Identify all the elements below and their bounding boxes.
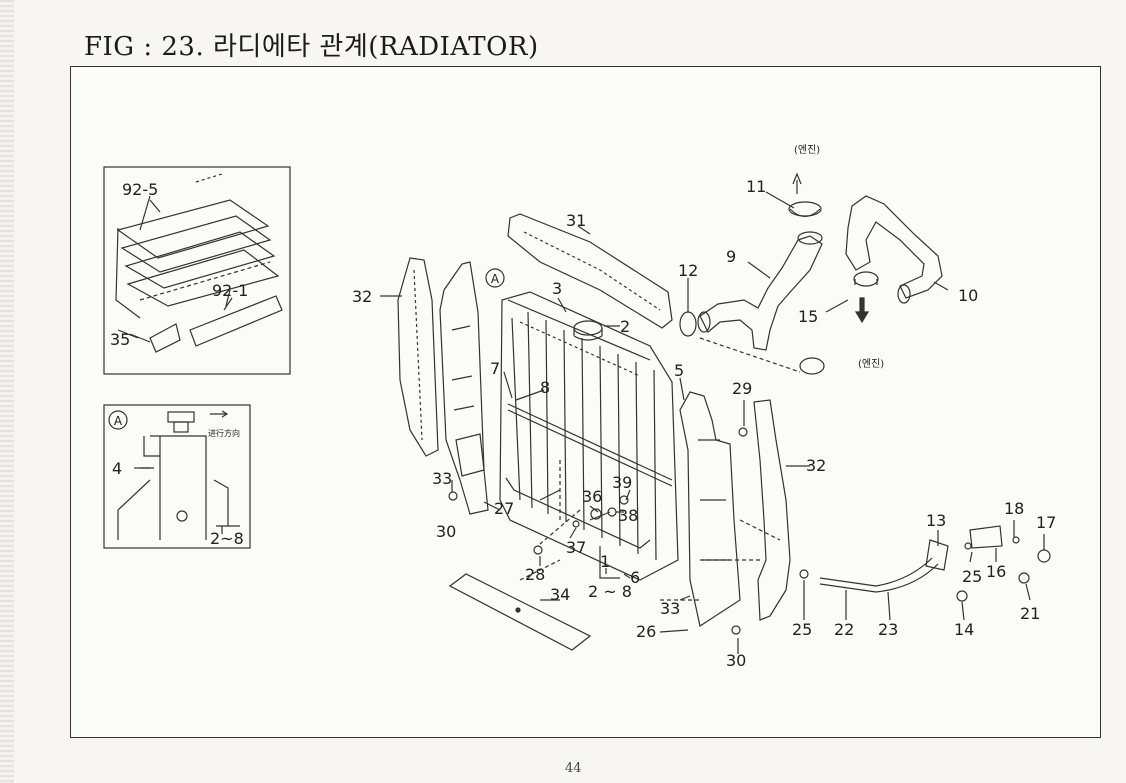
callout-26: 26 [636,622,656,641]
callout-18: 18 [1004,499,1024,518]
callout-34: 34 [550,585,570,604]
part-36-bushing [590,508,602,520]
part-3-radiator-core [499,291,679,581]
callout-92-1: 92-1 [212,281,248,300]
part-37-pin [572,520,580,528]
part-23-overflow-hose [875,557,939,593]
callout-92-5: 92-5 [122,180,158,199]
engine-label-bottom: (엔진) [858,358,884,370]
part-32-left-shroud [397,257,439,457]
figure-title: FIG : 23. 라디에타 관계(RADIATOR) [84,32,539,62]
down-arrow-icon [854,297,870,324]
callout-17: 17 [1036,513,1056,532]
part-30-bolt-right [731,625,741,635]
callout-36: 36 [582,487,602,506]
part-14-bolt [956,590,968,602]
callout-32-left: 32 [352,287,372,306]
part-13-reservoir-neck [925,539,949,571]
inset-grille-detail [103,166,291,375]
ref-a-circle [485,268,505,288]
part-39-nut [619,495,629,505]
detail-a-marker: A [114,414,123,428]
callout-25-lower: 25 [792,620,812,639]
callout-31: 31 [566,211,586,230]
part-2-radiator-cap [573,320,603,336]
callout-15: 15 [798,307,818,326]
callout-3: 3 [552,279,562,298]
callout-30-left: 30 [436,522,456,541]
callout-33-left: 33 [432,469,452,488]
part-34-bottom-board [448,573,592,651]
grille-drawing [115,173,283,353]
callout-9: 9 [726,247,736,266]
callout-37: 37 [566,538,586,557]
callout-25-upper: 25 [962,567,982,586]
callout-10: 10 [958,286,978,305]
callout-22: 22 [834,620,854,639]
callout-32-right: 32 [806,456,826,475]
part-16-reservoir [969,525,1003,549]
callout-39: 39 [612,473,632,492]
up-arrow-icon [792,172,802,194]
callout-2-8: 2 ~ 8 [588,582,632,601]
part-31-upper-panel [507,213,673,329]
callout-5: 5 [674,361,684,380]
callout-33-right: 33 [660,599,680,618]
callout-13: 13 [926,511,946,530]
callout-28: 28 [525,565,545,584]
part-30-bolt-left [448,491,458,501]
page-binding-edge [0,0,14,783]
part-28-bolt [533,545,543,555]
callout-21: 21 [1020,604,1040,623]
callout-11: 11 [746,177,766,196]
part-12-clamp [679,311,697,337]
part-33-left-bracket [439,261,489,515]
diagram-frame [70,66,1101,738]
callout-8: 8 [540,378,550,397]
callout-23: 23 [878,620,898,639]
callout-4: 4 [112,459,122,478]
inset-detail-a [103,404,251,549]
part-22-overflow-pipe [819,577,877,587]
part-15-clamp [853,271,879,287]
part-11-engine-cap [788,201,822,217]
diagram-linework [103,166,1051,654]
part-32-right-shroud [753,399,791,621]
callout-2-8-inset: 2~8 [210,529,244,548]
callout-29: 29 [732,379,752,398]
callout-7: 7 [490,359,500,378]
part-9-upper-hose [699,235,823,351]
part-17-cap [1037,549,1051,563]
part-21-bolt [1018,572,1030,584]
detail-a-circle [108,410,128,430]
callout-6: 6 [630,568,640,587]
ref-a-marker: A [491,272,500,286]
part-10-lower-hose [845,195,943,299]
detail-a-direction-text: 进行方向 [208,428,240,438]
page-number: 44 [565,761,582,776]
lower-clamp [799,357,825,375]
part-26-right-bracket [679,391,741,627]
engine-label-top: (엔진) [794,144,820,156]
callout-38: 38 [618,506,638,525]
part-25-clip-b [799,569,809,579]
callout-16: 16 [986,562,1006,581]
callout-30-right: 30 [726,651,746,670]
callout-35: 35 [110,330,130,349]
part-29-bolt [738,427,748,437]
detail-a-drawing [117,410,240,540]
callout-2: 2 [620,317,630,336]
callout-12: 12 [678,261,698,280]
part-25-clip-a [964,542,972,550]
callout-27: 27 [494,499,514,518]
callout-numbers: 92-5 92-1 35 4 2~8 31 32 3 2 12 11 9 10 … [110,177,1056,670]
callout-1: 1 [600,552,610,571]
callout-14: 14 [954,620,974,639]
part-18-screw [1012,536,1020,544]
